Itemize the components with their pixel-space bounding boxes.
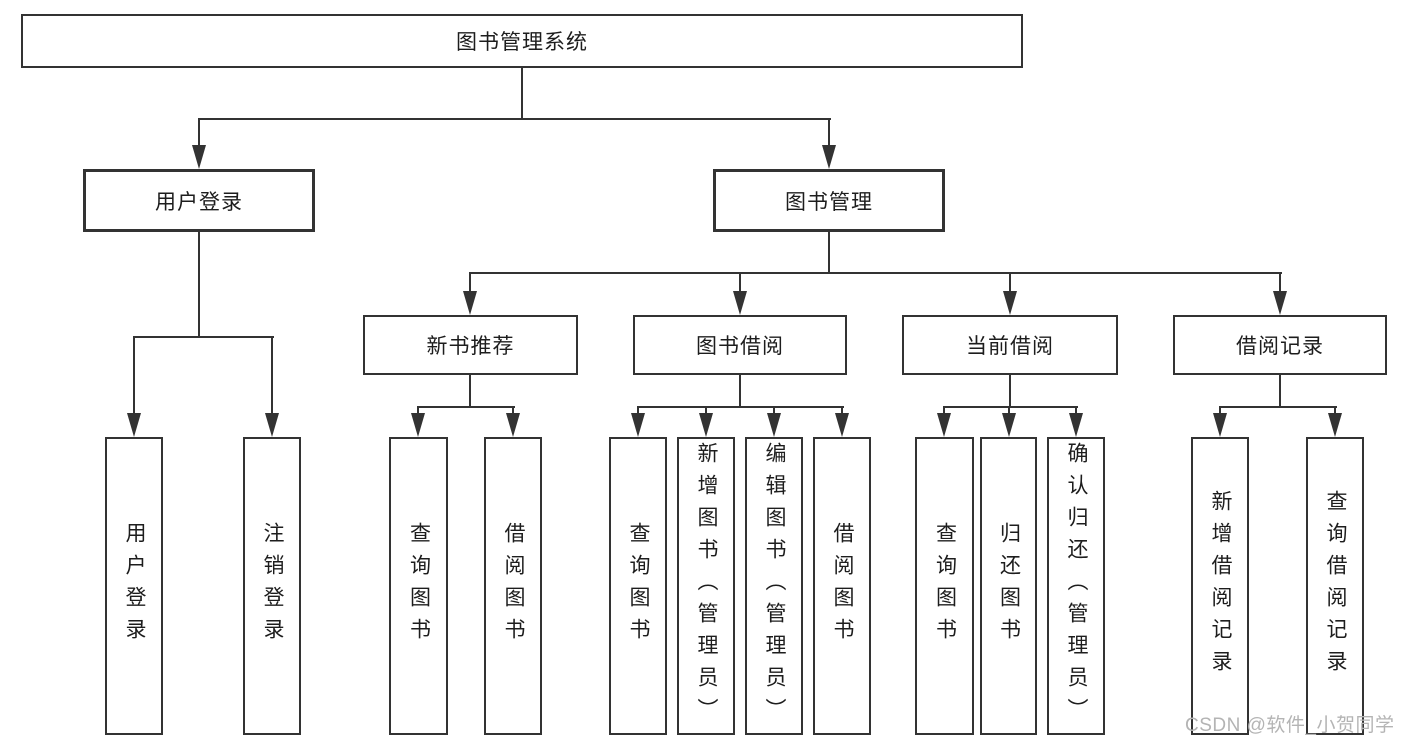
leaf-query-books: 查询图书 — [389, 437, 448, 735]
leaf-borrow-books-2-label: 借阅图书 — [831, 522, 855, 650]
arrowhead-icon — [937, 413, 951, 437]
node-current-borrow: 当前借阅 — [902, 315, 1118, 375]
arrowhead-icon — [127, 413, 141, 437]
node-borrow-records: 借阅记录 — [1173, 315, 1387, 375]
csdn-watermark: CSDN @软件_小贺同学 — [1185, 715, 1395, 736]
leaf-logout: 注销登录 — [243, 437, 301, 735]
connector-line — [637, 406, 639, 416]
connector-line — [417, 406, 419, 416]
connector-line — [1219, 406, 1337, 408]
connector-line — [198, 232, 200, 338]
connector-line — [521, 68, 523, 119]
connector-line — [943, 406, 1078, 408]
leaf-add-borrow-record: 新增借阅记录 — [1191, 437, 1249, 735]
arrowhead-icon — [733, 291, 747, 315]
leaf-add-book-admin: 新增图书（管理员） — [677, 437, 735, 735]
connector-line — [637, 406, 844, 408]
connector-line — [943, 406, 945, 416]
connector-line — [773, 406, 775, 416]
connector-line — [1009, 375, 1011, 408]
arrowhead-icon — [265, 413, 279, 437]
leaf-query-books-2: 查询图书 — [609, 437, 667, 735]
connector-line — [739, 272, 741, 294]
connector-line — [705, 406, 707, 416]
node-new-book-recommend-label: 新书推荐 — [426, 335, 515, 358]
arrowhead-icon — [1273, 291, 1287, 315]
leaf-borrow-books-2: 借阅图书 — [813, 437, 871, 735]
connector-line — [198, 118, 200, 148]
connector-line — [512, 406, 514, 416]
connector-line — [133, 336, 274, 338]
arrowhead-icon — [767, 413, 781, 437]
leaf-user-login: 用户登录 — [105, 437, 163, 735]
leaf-query-books-2-label: 查询图书 — [627, 522, 651, 650]
node-user-login-label: 用户登录 — [155, 190, 243, 214]
leaf-confirm-return-admin-label: 确认归还（管理员） — [1065, 442, 1089, 730]
leaf-edit-book-admin-label: 编辑图书（管理员） — [763, 442, 787, 730]
node-book-borrow-label: 图书借阅 — [696, 335, 784, 358]
node-current-borrow-label: 当前借阅 — [966, 335, 1054, 358]
arrowhead-icon — [699, 413, 713, 437]
node-user-login-module: 用户登录 — [83, 169, 315, 232]
arrowhead-icon — [192, 145, 206, 169]
arrowhead-icon — [1002, 413, 1016, 437]
arrowhead-icon — [631, 413, 645, 437]
connector-line — [271, 336, 273, 416]
arrowhead-icon — [1328, 413, 1342, 437]
leaf-query-books-3: 查询图书 — [915, 437, 974, 735]
connector-line — [198, 118, 831, 120]
leaf-return-book: 归还图书 — [980, 437, 1037, 735]
node-book-borrow: 图书借阅 — [633, 315, 847, 375]
node-book-management: 图书管理 — [713, 169, 945, 232]
node-new-book-recommend: 新书推荐 — [363, 315, 578, 375]
connector-line — [1009, 272, 1011, 294]
arrowhead-icon — [822, 145, 836, 169]
leaf-confirm-return-admin: 确认归还（管理员） — [1047, 437, 1105, 735]
connector-line — [469, 272, 1282, 274]
leaf-query-books-3-label: 查询图书 — [933, 522, 957, 650]
leaf-add-borrow-record-label: 新增借阅记录 — [1209, 490, 1233, 682]
arrowhead-icon — [1069, 413, 1083, 437]
leaf-edit-book-admin: 编辑图书（管理员） — [745, 437, 803, 735]
leaf-query-books-label: 查询图书 — [407, 522, 431, 650]
connector-line — [1279, 272, 1281, 294]
node-borrow-records-label: 借阅记录 — [1236, 335, 1324, 358]
arrowhead-icon — [506, 413, 520, 437]
leaf-borrow-books: 借阅图书 — [484, 437, 542, 735]
connector-line — [1219, 406, 1221, 416]
connector-line — [828, 118, 830, 148]
connector-line — [1075, 406, 1077, 416]
arrowhead-icon — [411, 413, 425, 437]
connector-line — [1334, 406, 1336, 416]
connector-line — [133, 336, 135, 416]
arrowhead-icon — [1213, 413, 1227, 437]
connector-line — [1008, 406, 1010, 416]
arrowhead-icon — [1003, 291, 1017, 315]
connector-line — [469, 272, 471, 294]
leaf-add-book-admin-label: 新增图书（管理员） — [695, 442, 719, 730]
connector-line — [739, 375, 741, 408]
leaf-user-login-label: 用户登录 — [123, 522, 147, 650]
connector-line — [417, 406, 515, 408]
leaf-return-book-label: 归还图书 — [997, 522, 1021, 650]
connector-line — [828, 232, 830, 274]
connector-line — [841, 406, 843, 416]
connector-line — [469, 375, 471, 408]
node-book-management-label: 图书管理 — [785, 190, 873, 214]
arrowhead-icon — [463, 291, 477, 315]
arrowhead-icon — [835, 413, 849, 437]
connector-line — [1279, 375, 1281, 408]
node-library-system-label: 图书管理系统 — [456, 31, 588, 54]
node-library-system: 图书管理系统 — [21, 14, 1023, 68]
leaf-logout-label: 注销登录 — [261, 522, 285, 650]
leaf-query-borrow-record: 查询借阅记录 — [1306, 437, 1364, 735]
leaf-borrow-books-label: 借阅图书 — [502, 522, 526, 650]
leaf-query-borrow-record-label: 查询借阅记录 — [1324, 490, 1348, 682]
